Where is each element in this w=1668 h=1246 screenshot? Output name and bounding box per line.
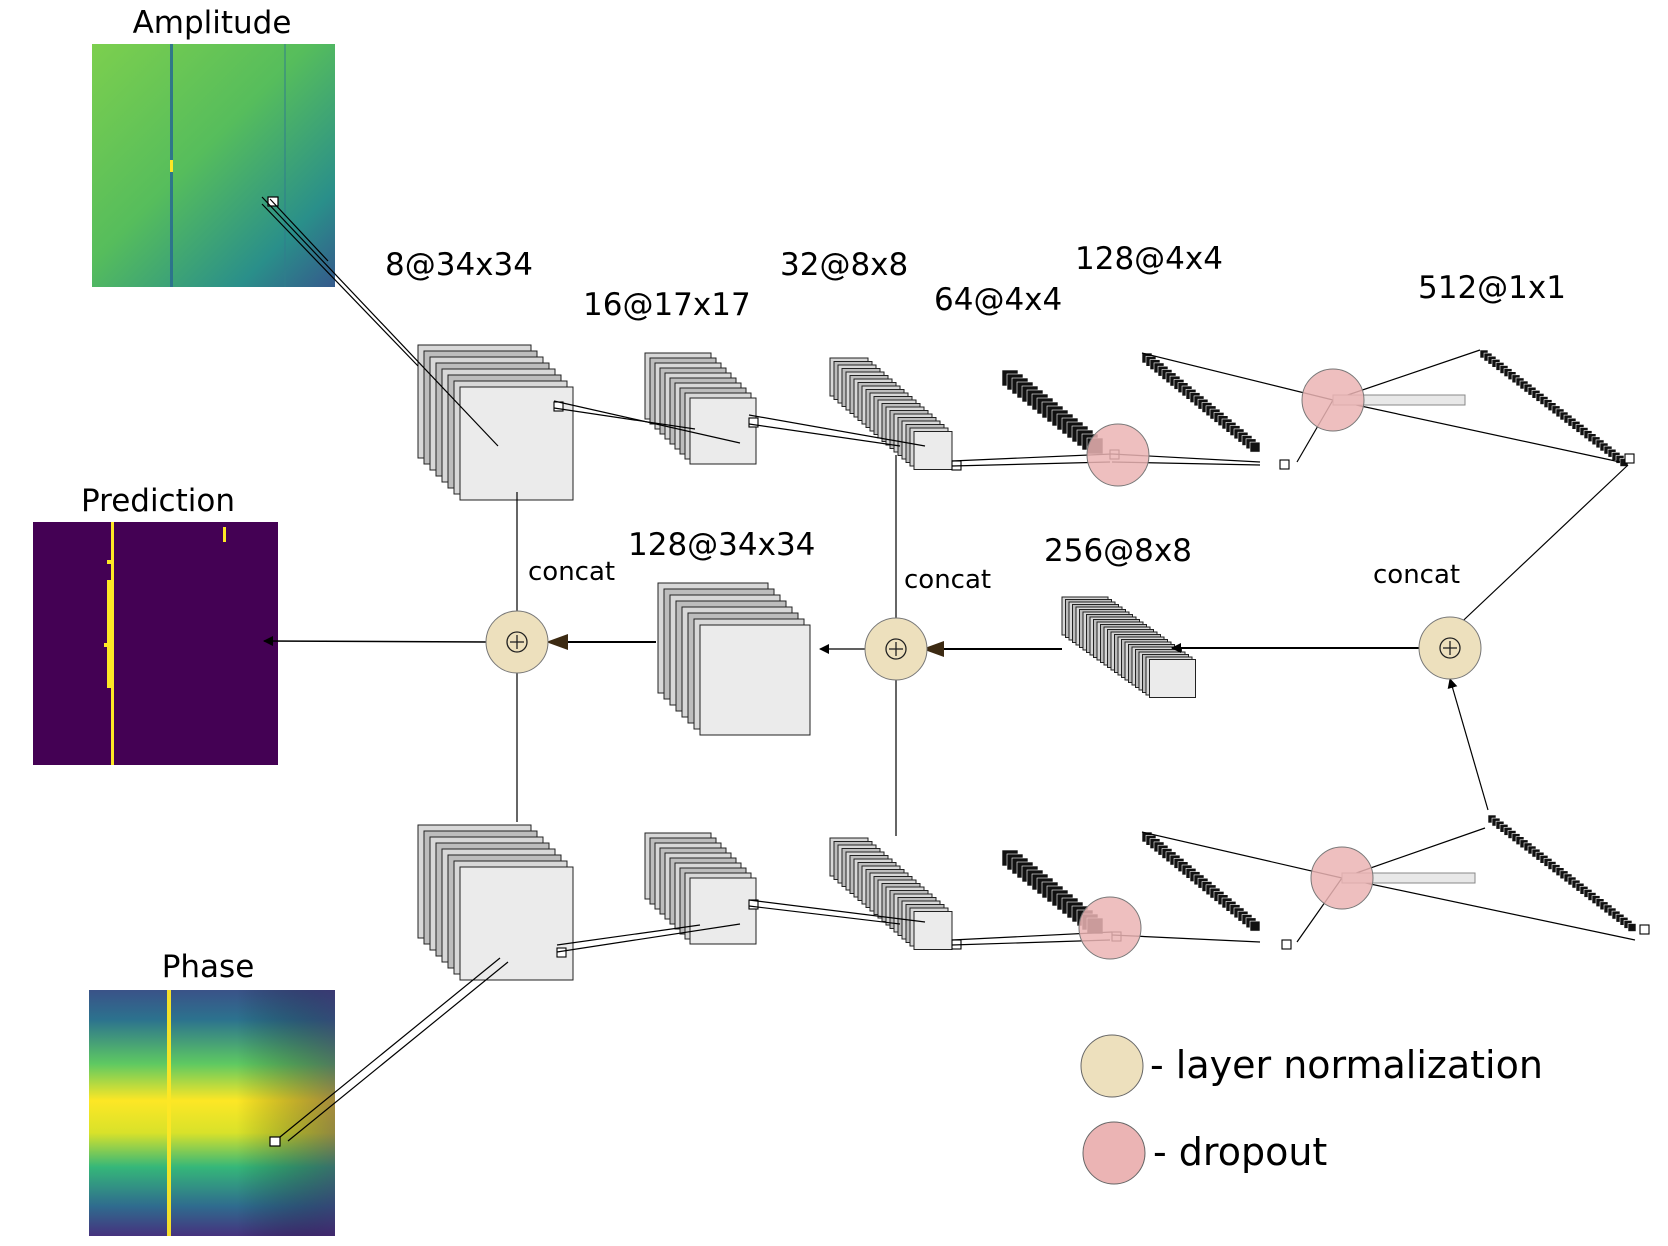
- dropout-node: [1078, 896, 1142, 960]
- circle-plus-icon: [885, 638, 907, 660]
- feature-map-front: [699, 624, 811, 736]
- concat-label-middle: concat: [904, 565, 991, 595]
- layer-label-128x34: 128@34x34: [628, 527, 815, 563]
- kernel-patch: [1279, 459, 1290, 470]
- concat-node-left: [485, 610, 549, 674]
- projection-line: [748, 899, 926, 923]
- stack-128x4-bottom: [1141, 831, 1261, 932]
- dropout-node: [1301, 368, 1365, 432]
- concat-node-middle: [864, 617, 928, 681]
- feature-map-front: [689, 877, 757, 945]
- stack-256x8: [1061, 596, 1196, 698]
- circle-plus-icon: [1439, 637, 1461, 659]
- projection-line: [748, 905, 901, 925]
- projection-line: [261, 203, 419, 367]
- projection-line: [556, 924, 701, 946]
- kernel-patch: [1281, 939, 1292, 950]
- projection-line: [1141, 352, 1334, 401]
- feature-map-front: [1249, 920, 1261, 932]
- stack-64x4-top: [1001, 369, 1104, 455]
- feature-map-front: [459, 866, 574, 981]
- concat-node-right: [1418, 616, 1482, 680]
- concat-label-right: concat: [1373, 560, 1460, 590]
- stack-16x17-bottom: [644, 832, 757, 945]
- layer-label-32x8: 32@8x8: [780, 247, 908, 283]
- projection-line: [556, 923, 741, 953]
- legend-dropout-label: - dropout: [1153, 1130, 1327, 1174]
- prediction-field: [33, 522, 278, 765]
- amplitude-title: Amplitude: [133, 5, 292, 41]
- projection-line: [553, 407, 696, 430]
- phase-title: Phase: [162, 949, 255, 985]
- stack-512x1-bottom: [1487, 814, 1637, 932]
- stack-32x8-bottom: [829, 837, 953, 950]
- projection-line: [269, 198, 329, 262]
- stack-8x34-bottom: [417, 824, 574, 981]
- stack-128x34: [657, 582, 811, 736]
- skip-connection: [1447, 678, 1489, 811]
- stack-16x17-top: [644, 352, 757, 465]
- concat-label-left: concat: [528, 557, 615, 587]
- amplitude-heatmap: [92, 44, 335, 287]
- stack-8x34-top: [417, 344, 574, 501]
- prediction-heatmap: [33, 522, 278, 765]
- feature-map-front: [913, 911, 953, 950]
- feature-map-front: [1627, 923, 1637, 932]
- circle-plus-icon: [506, 631, 528, 653]
- feature-map-front: [1249, 441, 1261, 453]
- amplitude-streak: [284, 44, 286, 287]
- projection-line: [279, 957, 501, 1138]
- layer-label-256x8: 256@8x8: [1044, 533, 1192, 569]
- projection-line: [287, 961, 509, 1142]
- phase-streak: [167, 990, 171, 1236]
- dropout-node: [1310, 846, 1374, 910]
- kernel-patch: [1639, 924, 1650, 935]
- projection-line: [748, 414, 926, 447]
- feature-map-front: [913, 431, 953, 470]
- stack-32x8-top: [829, 357, 953, 470]
- stack-64x4-bottom: [1001, 849, 1104, 935]
- prediction-dot: [107, 560, 111, 564]
- legend-norm-swatch: [1080, 1034, 1144, 1098]
- layer-label-16x17: 16@17x17: [583, 287, 751, 323]
- prediction-segment: [107, 580, 113, 688]
- kernel-patch: [269, 1136, 281, 1147]
- stack-512x1-top: [1479, 349, 1629, 467]
- amplitude-bright-dot: [170, 160, 173, 172]
- layer-label-64x4: 64@4x4: [934, 282, 1062, 318]
- amplitude-field: [92, 44, 335, 287]
- kernel-patch: [1624, 453, 1635, 464]
- projection-line: [1332, 399, 1621, 463]
- kernel-patch: [556, 947, 567, 958]
- dropout-node: [1086, 423, 1150, 487]
- layer-label-512x1: 512@1x1: [1418, 270, 1566, 306]
- projection-line: [951, 461, 1111, 467]
- layer-label-128x4: 128@4x4: [1075, 241, 1223, 277]
- decoder-arrow: [263, 636, 489, 647]
- projection-line: [1341, 877, 1636, 941]
- stack-128x4-top: [1141, 352, 1261, 453]
- skip-connection: [1449, 464, 1629, 634]
- feature-map-front: [1149, 659, 1196, 698]
- legend-norm-label: - layer normalization: [1150, 1043, 1543, 1087]
- prediction-dot: [104, 643, 109, 647]
- phase-shade: [89, 990, 335, 1236]
- feature-map-front: [689, 397, 757, 465]
- projection-line: [748, 423, 901, 447]
- layer-label-8x34: 8@34x34: [385, 247, 533, 283]
- projection-line: [261, 196, 499, 447]
- phase-heatmap: [89, 990, 335, 1236]
- prediction-dot: [223, 527, 226, 542]
- kernel-patch: [748, 417, 759, 428]
- projection-line: [951, 453, 1113, 462]
- legend-dropout-swatch: [1082, 1121, 1146, 1185]
- projection-line: [1141, 831, 1343, 879]
- prediction-title: Prediction: [81, 483, 235, 519]
